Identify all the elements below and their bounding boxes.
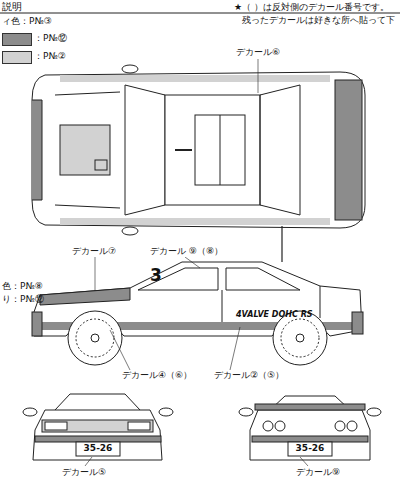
legend-swatch: [2, 33, 32, 46]
title: 説明: [2, 1, 22, 12]
callout-label: デカール⑨: [296, 467, 340, 478]
callout-label: 残ったデカールは好きな所へ貼って下: [242, 15, 395, 26]
race-number: 3: [150, 266, 162, 285]
legend-text: ：P№⑫: [34, 33, 67, 44]
license-plate: 35-26: [296, 443, 325, 454]
callout-label: デカール②（⑤）: [214, 370, 284, 381]
callout-label: デカール⑦: [72, 246, 116, 257]
callout-label: ィ色：P№③: [2, 16, 52, 27]
callout-label: デカール④（⑥）: [122, 370, 192, 381]
callout-label: デカール ⑨（⑧）: [150, 246, 223, 257]
callout-label: り：P№⑫: [2, 294, 44, 305]
legend-swatch: [2, 51, 32, 64]
license-plate: 35-26: [84, 443, 113, 454]
callout-label: デカール⑥: [236, 47, 280, 58]
legend-text: ：P№②: [34, 51, 66, 62]
callout-label: 4VALVE DOHC RS: [236, 310, 313, 320]
callout-label: 色：P№⑧: [2, 281, 43, 292]
callout-label: ★（ ）は反対側のデカール番号です。: [234, 2, 389, 13]
callout-label: デカール⑤: [62, 467, 106, 478]
